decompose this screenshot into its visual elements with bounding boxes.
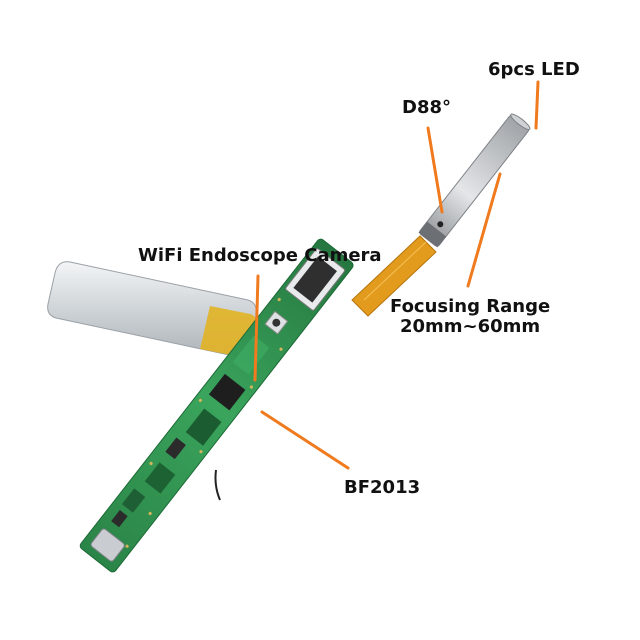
camera-probe bbox=[418, 113, 531, 248]
bf2013-chip bbox=[208, 373, 246, 411]
callout-focus bbox=[466, 172, 502, 288]
callout-title bbox=[253, 274, 260, 382]
label-led-count: 6pcs LED bbox=[488, 59, 580, 80]
pcb-board bbox=[79, 238, 354, 573]
focusing-range-value: 20mm~60mm bbox=[399, 315, 541, 337]
callout-angle bbox=[426, 126, 444, 214]
callout-chip bbox=[260, 410, 350, 470]
label-focusing-range: Focusing Range 20mm~60mm bbox=[390, 297, 550, 337]
callout-lines bbox=[253, 80, 540, 470]
label-product-title: WiFi Endoscope Camera bbox=[138, 245, 382, 266]
flex-ribbon-cable bbox=[351, 235, 437, 317]
label-view-angle: D88° bbox=[402, 97, 451, 118]
focusing-range-heading: Focusing Range bbox=[390, 296, 551, 317]
lipo-battery bbox=[47, 261, 257, 357]
callout-led bbox=[534, 80, 540, 130]
label-chip-model: BF2013 bbox=[344, 477, 421, 498]
